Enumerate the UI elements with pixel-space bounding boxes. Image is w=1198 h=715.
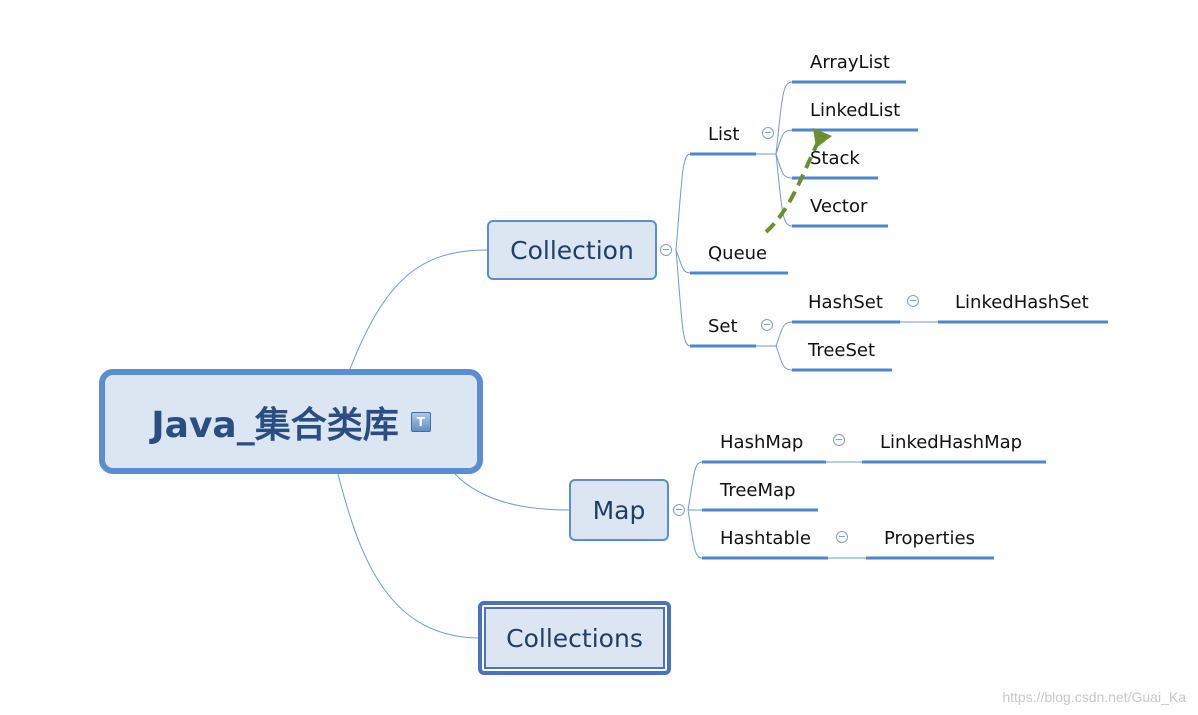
branch-collection[interactable]: Collection bbox=[487, 220, 657, 280]
collapse-collection-icon[interactable] bbox=[660, 244, 672, 256]
node-list[interactable]: List bbox=[708, 124, 740, 145]
collapse-hashtable-icon[interactable] bbox=[836, 531, 848, 543]
node-hashset[interactable]: HashSet bbox=[808, 292, 883, 313]
node-vector[interactable]: Vector bbox=[810, 196, 868, 217]
connector-list-linkedlist bbox=[775, 129, 793, 155]
connector-collection-queue bbox=[675, 249, 691, 274]
node-set[interactable]: Set bbox=[708, 316, 738, 337]
collapse-hashmap-icon[interactable] bbox=[833, 434, 845, 446]
node-arraylist[interactable]: ArrayList bbox=[810, 52, 890, 73]
node-hashtable[interactable]: Hashtable bbox=[720, 528, 811, 549]
branch-collections-label: Collections bbox=[506, 623, 643, 653]
branch-map[interactable]: Map bbox=[569, 479, 669, 541]
branch-collections[interactable]: Collections bbox=[478, 601, 671, 675]
topic-note-icon[interactable]: T bbox=[410, 411, 431, 432]
collapse-hashset-icon[interactable] bbox=[907, 295, 919, 307]
connector-collection-set bbox=[675, 249, 691, 347]
collapse-list-icon[interactable] bbox=[762, 127, 774, 139]
connector-root-collection bbox=[349, 249, 488, 370]
relationship-arrowhead bbox=[813, 128, 832, 148]
connector-root-map bbox=[454, 473, 570, 511]
branch-map-label: Map bbox=[592, 495, 646, 525]
connector-map-hashmap bbox=[687, 461, 703, 511]
connector-list-stack bbox=[775, 153, 793, 179]
node-stack[interactable]: Stack bbox=[810, 148, 860, 169]
connector-list-arraylist bbox=[775, 81, 793, 155]
connector-collection-list bbox=[675, 153, 691, 251]
connector-set-treeset bbox=[775, 345, 793, 371]
node-properties[interactable]: Properties bbox=[884, 528, 975, 549]
node-treemap[interactable]: TreeMap bbox=[720, 480, 796, 501]
watermark: https://blog.csdn.net/Guai_Ka bbox=[1002, 689, 1186, 705]
collapse-set-icon[interactable] bbox=[761, 319, 773, 331]
node-queue[interactable]: Queue bbox=[708, 243, 768, 264]
connector-set-hashset bbox=[775, 321, 793, 347]
collapse-map-icon[interactable] bbox=[673, 504, 685, 516]
node-linkedhashset[interactable]: LinkedHashSet bbox=[955, 292, 1089, 313]
branch-collection-label: Collection bbox=[510, 235, 634, 265]
node-treeset[interactable]: TreeSet bbox=[808, 340, 876, 361]
node-linkedhashmap[interactable]: LinkedHashMap bbox=[880, 432, 1023, 453]
node-hashmap[interactable]: HashMap bbox=[720, 432, 804, 453]
connector-map-hashtable bbox=[687, 509, 703, 559]
root-title: Java_集合类库 bbox=[151, 404, 399, 446]
node-linkedlist[interactable]: LinkedList bbox=[810, 100, 901, 121]
connector-root-collections bbox=[337, 473, 481, 639]
relationship-arrow bbox=[764, 141, 820, 234]
root-node[interactable]: Java_集合类库 T bbox=[99, 369, 483, 474]
